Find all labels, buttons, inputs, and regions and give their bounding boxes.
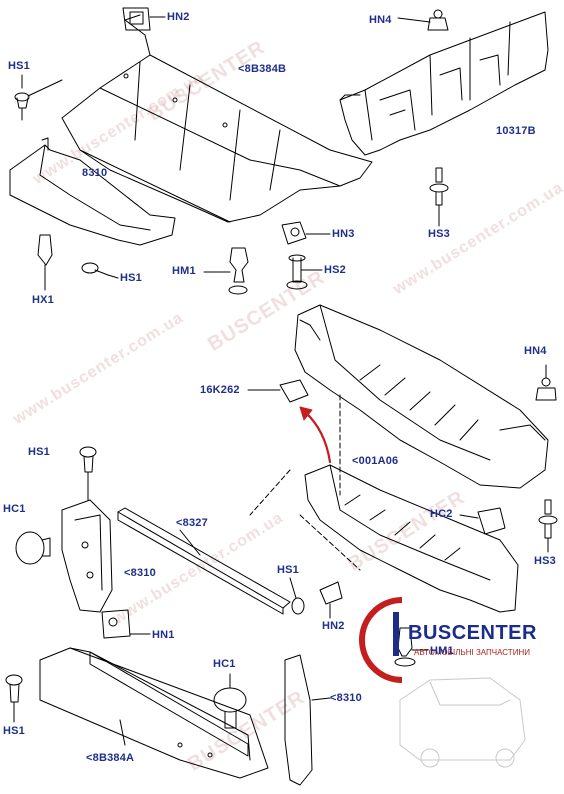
screw-hs3-top: [429, 167, 449, 227]
clip-hc1-left: [15, 531, 51, 565]
label-10317b: 10317B: [496, 125, 536, 137]
screw-hs1-left: [79, 446, 97, 501]
panel-8b384a: [39, 647, 269, 779]
screw-hs1-mid: [81, 262, 119, 279]
label-hc1-left: HC1: [3, 503, 26, 515]
undertray-8b384b: [61, 14, 373, 223]
bracket-8310-bottom: [284, 654, 331, 786]
label-001a06: <001A06: [352, 455, 399, 467]
bracket-8310-top: [9, 137, 176, 246]
label-hc2: HC2: [430, 508, 453, 520]
screw-hs1-top: [14, 74, 63, 121]
van-illustration: [399, 677, 526, 768]
label-8310-bottom: <8310: [330, 692, 362, 704]
label-hn2-center: HN2: [322, 620, 345, 632]
screw-hs3-right: [538, 499, 558, 553]
label-hs3-right: HS3: [534, 555, 556, 567]
label-8327: <8327: [176, 517, 208, 529]
label-hn3: HN3: [332, 228, 355, 240]
deflector-assembly-middle: [294, 304, 549, 489]
clip-hn1: [101, 609, 151, 639]
clip-hn2-top: [122, 7, 166, 31]
assembly-arrow-head: [299, 406, 313, 421]
label-8b384a: <8B384A: [86, 752, 135, 764]
deflector-10317b: [339, 11, 549, 156]
logo-subtitle: АВТОМОБІЛЬНІ ЗАПЧАСТИНИ: [414, 648, 530, 657]
bracket-8310-left: [61, 499, 113, 613]
clip-hc1-bottom: [213, 673, 247, 729]
label-8310-left: <8310: [124, 567, 156, 579]
clip-16k262: [247, 379, 309, 403]
label-hs1-bottom: HS1: [3, 725, 25, 737]
clip-hx1: [37, 234, 53, 291]
assembly-arrow: [303, 410, 332, 464]
deflector-001a06: [304, 464, 519, 613]
label-hn2-top: HN2: [167, 11, 190, 23]
label-hc1-bottom: HC1: [213, 658, 236, 670]
screw-hs1-bottom: [5, 674, 23, 723]
logo-ring: [359, 597, 403, 683]
nut-hn4-top: [397, 9, 449, 31]
logo-title: BUSCENTER: [408, 622, 537, 644]
label-hn4-right: HN4: [524, 345, 547, 357]
rivet-hm1-mid: [203, 247, 249, 295]
buscenter-logo: BUSCENTER АВТОМОБІЛЬНІ ЗАПЧАСТИНИ: [378, 614, 564, 674]
label-hs1-mid: HS1: [120, 272, 142, 284]
label-hx1: HX1: [32, 294, 54, 306]
label-hs1-top: HS1: [8, 60, 30, 72]
nut-hn3: [281, 221, 331, 245]
clip-hc2: [459, 507, 506, 535]
label-16k262: 16K262: [200, 384, 240, 396]
label-hm1-mid: HM1: [172, 265, 196, 277]
clip-hn2-center: [319, 581, 343, 619]
screw-hs1-center: [289, 577, 305, 615]
label-hs1-left: HS1: [28, 446, 50, 458]
label-hs3-top: HS3: [428, 228, 450, 240]
stud-hs2: [286, 254, 323, 290]
label-hs1-center: HS1: [277, 564, 299, 576]
nut-hn4-right: [535, 364, 557, 401]
label-8b384b: <8B384B: [238, 63, 287, 75]
label-8310-top: 8310: [82, 167, 108, 179]
label-hm1-bottom: HM1: [430, 645, 454, 657]
label-hn1: HN1: [152, 629, 175, 641]
label-hs2: HS2: [324, 264, 346, 276]
strip-8327: [117, 507, 291, 615]
label-hn4-top: HN4: [369, 14, 392, 26]
